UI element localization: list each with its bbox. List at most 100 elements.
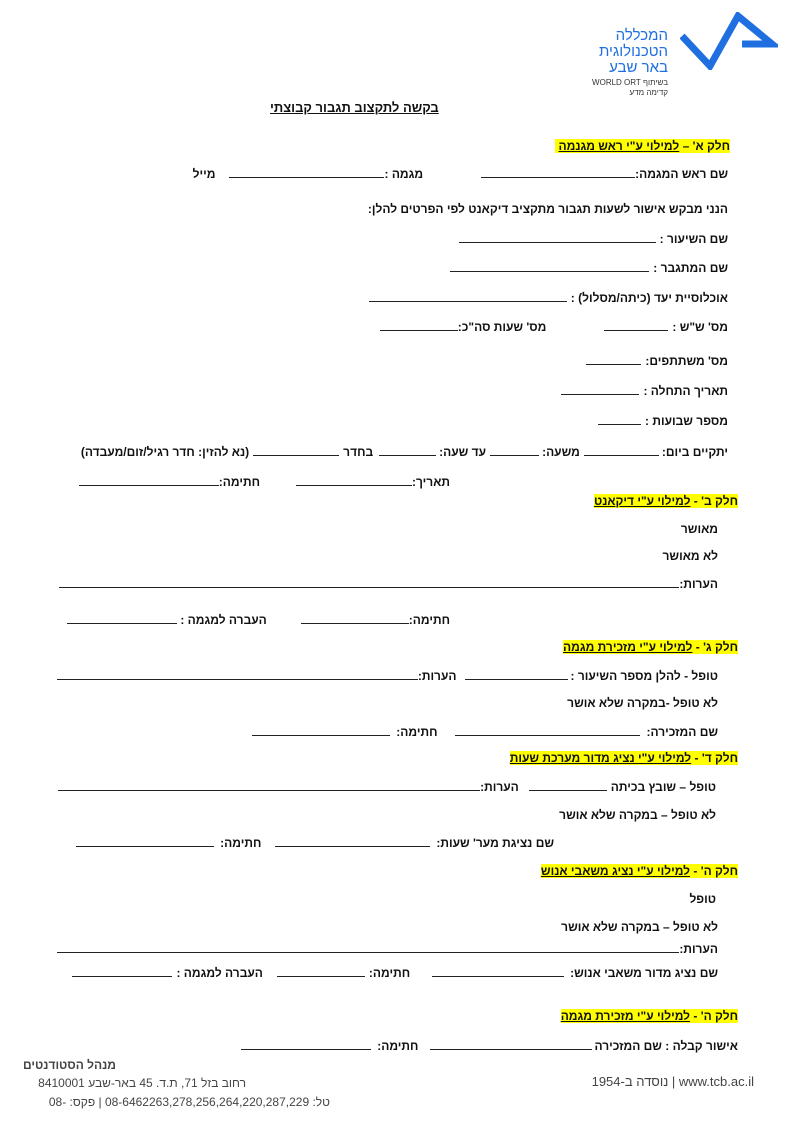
handled-option[interactable]: טופל – שובץ בכיתה: [610, 780, 716, 794]
footer-phone: טל: 08-6462263,278,256,264,220,287,229 |…: [48, 1095, 330, 1109]
major-label: מגמה :: [384, 167, 424, 181]
not-handled-option[interactable]: לא טופל – במקרה שלא אושר: [561, 920, 718, 934]
notes-label: הערות:: [679, 942, 718, 956]
logo-sub: בשיתוף WORLD ORT: [592, 78, 668, 87]
rep-label: שם נציג מדור משאבי אנוש:: [570, 966, 718, 980]
intro-text: הנני מבקש אישור לשעות תגבור מתקציב דיקאנ…: [367, 202, 728, 216]
approved-option[interactable]: מאושר: [680, 522, 718, 536]
from-field[interactable]: [490, 444, 540, 456]
part-e-label: חלק ה' -: [690, 864, 738, 878]
notes-label: הערות:: [679, 577, 718, 591]
part-e2-header: חלק ה' - למילוי ע"י מזכירת מגמה: [560, 1008, 738, 1024]
part-a-link: למילוי ע"י ראש מגנמה: [558, 139, 680, 153]
rep-field[interactable]: [275, 835, 431, 847]
total-hours-field[interactable]: [379, 319, 458, 331]
logo-line: באר שבע: [609, 59, 668, 76]
notes-field[interactable]: [56, 668, 418, 680]
total-hours-label: מס' שעות סה"כ:: [457, 320, 547, 334]
signature-field[interactable]: [241, 1038, 372, 1050]
footer-address: רחוב בזל 71, ת.ד. 45 באר-שבע 8410001: [38, 1076, 246, 1090]
part-d-link: למילוי ע"י נציג מדור מערכת שעות: [509, 751, 692, 765]
signature-field[interactable]: [252, 724, 391, 736]
transfer-field[interactable]: [72, 965, 173, 977]
secretary-label: שם המזכירה:: [646, 725, 718, 739]
notes-label: הערות:: [480, 780, 519, 794]
logo-sub: קדימה מדע: [629, 88, 668, 97]
part-e2-link: למילוי ע"י מזכירת מגמה: [560, 1009, 691, 1023]
tutor-name-label: שם המתגבר :: [653, 261, 728, 275]
part-a-header: חלק א' – למילוי ע"י ראש מגנמה: [555, 138, 730, 154]
participants-field[interactable]: [586, 353, 642, 365]
part-b-link: למילוי ע"י דיקאנט: [593, 494, 691, 508]
signature-label: חתימה:: [396, 725, 438, 739]
transfer-label: העברה למגמה :: [176, 966, 263, 980]
signature-label: חתימה:: [220, 836, 262, 850]
mail-label: מייל: [192, 167, 216, 181]
page-title: בקשה לתקצוב תגבור קבוצתי: [270, 100, 439, 115]
start-date-field[interactable]: [561, 383, 640, 395]
transfer-field[interactable]: [67, 612, 178, 624]
date-label: תאריך:: [411, 475, 450, 489]
participants-label: מס' משתתפים:: [645, 354, 728, 368]
part-d-label: חלק ד' -: [691, 751, 739, 765]
part-e-header: חלק ה' - למילוי ע"י נציג משאבי אנוש: [540, 863, 738, 879]
logo-chevron-icon: [680, 12, 778, 70]
signature-label: חתימה:: [408, 613, 450, 627]
part-d-header: חלק ד' - למילוי ע"י נציג מדור מערכת שעות: [509, 750, 739, 766]
logo-line: הטכנולוגית: [598, 43, 668, 60]
receipt-label: אישור קבלה : שם המזכירה: [594, 1039, 738, 1053]
transfer-label: העברה למגמה :: [180, 613, 267, 627]
notes-field[interactable]: [57, 941, 680, 953]
part-e2-label: חלק ה' -: [690, 1009, 738, 1023]
target-field[interactable]: [368, 290, 567, 302]
notes-label: הערות:: [417, 669, 457, 683]
not-handled-option[interactable]: לא טופל -במקרה שלא אושר: [567, 696, 718, 710]
signature-label: חתימה:: [218, 475, 260, 489]
lesson-name-field[interactable]: [458, 231, 656, 243]
part-c-label: חלק ג' -: [692, 640, 738, 654]
footer-dept: מנהל הסטודנטים: [23, 1058, 116, 1072]
head-name-label: שם ראש המגמה:: [635, 167, 728, 181]
handled-option[interactable]: טופל: [689, 892, 716, 906]
day-label: יתקיים ביום:: [661, 445, 728, 459]
lesson-number-field[interactable]: [464, 668, 568, 680]
signature-field[interactable]: [78, 474, 219, 486]
not-approved-option[interactable]: לא מאושר: [662, 549, 718, 563]
footer-site-link[interactable]: www.tcb.ac.il | נוסדה ב-1954: [591, 1074, 754, 1089]
row-head-name: שם ראש המגמה: מגמה : מייל: [193, 166, 728, 182]
signature-field[interactable]: [300, 612, 409, 624]
signature-field[interactable]: [276, 965, 365, 977]
weekly-hours-field[interactable]: [604, 319, 669, 331]
room-field[interactable]: [253, 444, 340, 456]
head-name-field[interactable]: [481, 166, 636, 178]
not-handled-option[interactable]: לא טופל – במקרה שלא אושר: [559, 808, 716, 822]
secretary-field[interactable]: [430, 1038, 593, 1050]
part-b-label: חלק ב' -: [690, 494, 738, 508]
to-field[interactable]: [379, 444, 437, 456]
logo-line: המכללה: [615, 27, 668, 44]
room-label: בחדר: [343, 445, 374, 459]
tutor-name-field[interactable]: [450, 260, 650, 272]
signature-field[interactable]: [76, 835, 215, 847]
major-field[interactable]: [229, 166, 385, 178]
handled-option[interactable]: טופל - להלן מספר השיעור :: [570, 669, 719, 683]
part-a-label: חלק א' –: [679, 139, 730, 153]
signature-label: חתימה:: [368, 966, 411, 980]
part-e-link: למילוי ע"י נציג משאבי אנוש: [540, 864, 691, 878]
secretary-field[interactable]: [455, 724, 641, 736]
from-label: משעה:: [542, 445, 580, 459]
notes-field[interactable]: [59, 576, 680, 588]
classroom-field[interactable]: [528, 779, 607, 791]
start-date-label: תאריך התחלה :: [643, 384, 728, 398]
notes-field[interactable]: [58, 779, 481, 791]
day-field[interactable]: [583, 444, 659, 456]
weeks-label: מספר שבועות :: [645, 414, 728, 428]
rep-label: שם נציגת מער' שעות:: [436, 836, 554, 850]
date-field[interactable]: [295, 474, 412, 486]
weeks-field[interactable]: [598, 413, 641, 425]
part-b-header: חלק ב' - למילוי ע"י דיקאנט: [593, 493, 738, 509]
room-note: (נא להזין: חדר רגיל/זום/מעבדה): [80, 445, 250, 459]
part-c-link: למילוי ע"י מזכירת מגמה: [563, 640, 693, 654]
signature-label: חתימה:: [377, 1039, 419, 1053]
rep-field[interactable]: [432, 965, 565, 977]
